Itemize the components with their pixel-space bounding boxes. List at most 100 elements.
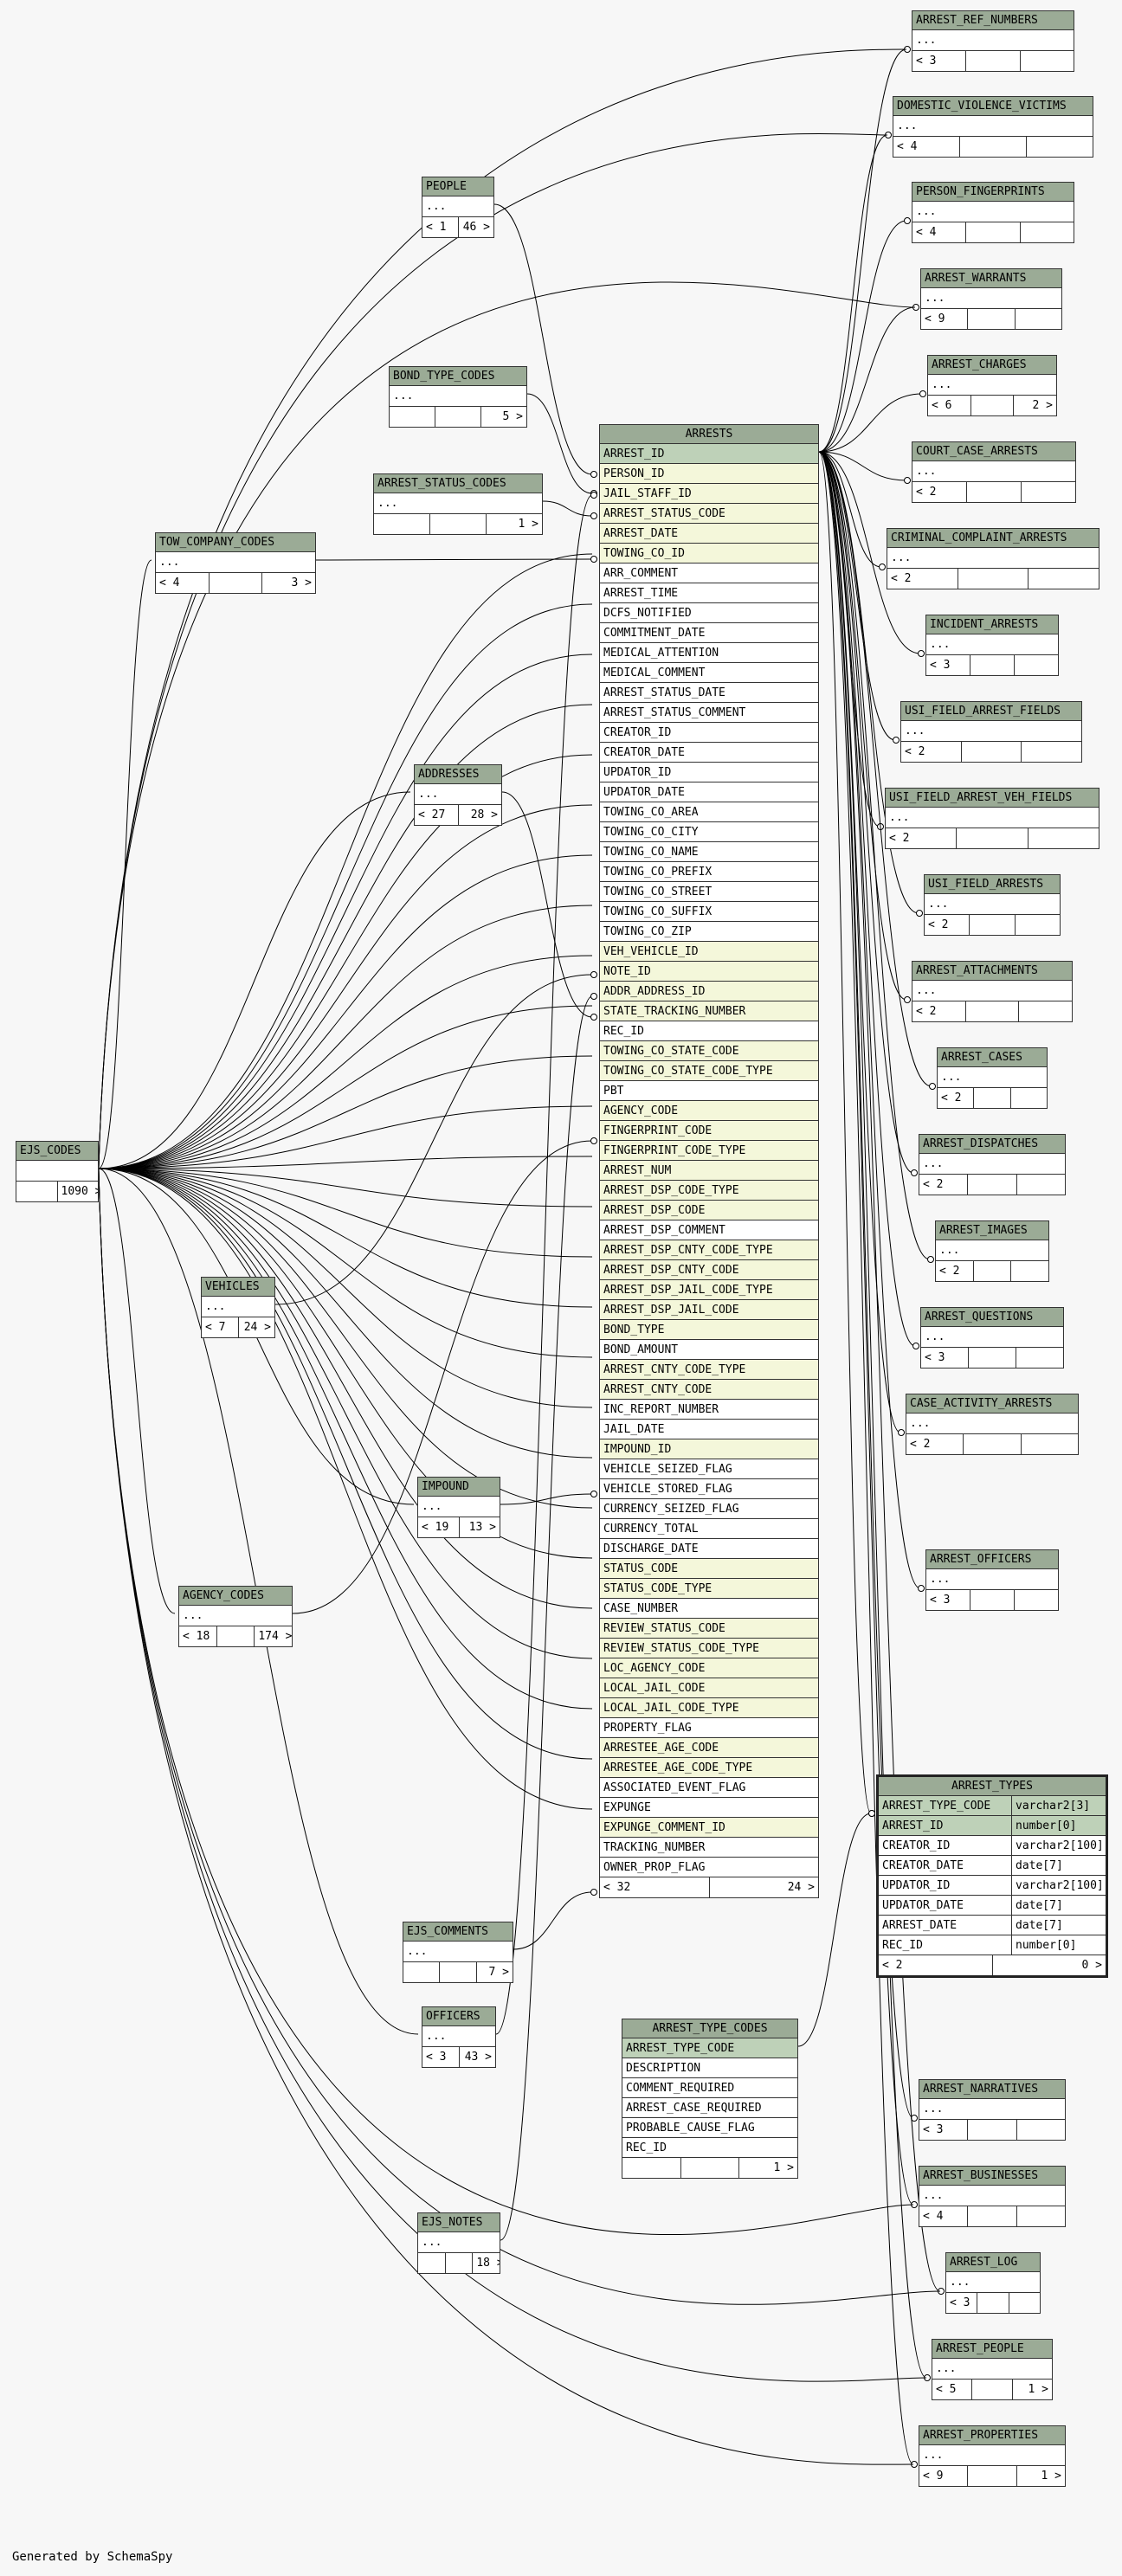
column-row[interactable]: FINGERPRINT_CODE_TYPE	[600, 1141, 818, 1161]
column-row[interactable]: TOWING_CO_AREA	[600, 802, 818, 822]
table-arrest-warrants[interactable]: ARREST_WARRANTS...< 9	[920, 268, 1062, 330]
column-row[interactable]: OWNER_PROP_FLAG	[600, 1858, 818, 1877]
table-arrest-cases[interactable]: ARREST_CASES...< 2	[937, 1047, 1048, 1109]
column-row[interactable]: REVIEW_STATUS_CODE_TYPE	[600, 1639, 818, 1658]
column-row[interactable]: TOWING_CO_CITY	[600, 822, 818, 842]
table-usi-field-arrests[interactable]: USI_FIELD_ARRESTS...< 2	[924, 874, 1061, 936]
column-row[interactable]: ARREST_DSP_CNTY_CODE_TYPE	[600, 1240, 818, 1260]
column-row[interactable]: IMPOUND_ID	[600, 1439, 818, 1459]
column-row[interactable]: PERSON_ID	[600, 464, 818, 484]
column-row[interactable]: REVIEW_STATUS_CODE	[600, 1619, 818, 1639]
column-row[interactable]: ADDR_ADDRESS_ID	[600, 982, 818, 1001]
column-row[interactable]: FINGERPRINT_CODE	[600, 1121, 818, 1141]
column-row[interactable]: CREATOR_ID	[600, 723, 818, 743]
column-row[interactable]: TOWING_CO_PREFIX	[600, 862, 818, 882]
foot-cell[interactable]: < 2	[886, 828, 958, 848]
foot-cell[interactable]: < 9	[921, 309, 969, 329]
column-row[interactable]: TRACKING_NUMBER	[600, 1838, 818, 1858]
column-row[interactable]: ARREST_CNTY_CODE_TYPE	[600, 1360, 818, 1380]
foot-cell[interactable]: 174 >	[258, 1630, 293, 1643]
foot-cell[interactable]: < 27	[415, 805, 459, 825]
column-row[interactable]: VEH_VEHICLE_ID	[600, 942, 818, 962]
column-row[interactable]: STATUS_CODE_TYPE	[600, 1579, 818, 1599]
parents-count[interactable]: 1 >	[773, 2161, 795, 2174]
column-row[interactable]: ARREST_DSP_CODE	[600, 1201, 818, 1220]
foot-cell[interactable]: < 3	[921, 1348, 969, 1368]
column-row[interactable]: LOCAL_JAIL_CODE	[600, 1678, 818, 1698]
column-row[interactable]: CURRENCY_SEIZED_FLAG	[600, 1499, 818, 1519]
column-row[interactable]: ARRESTEE_AGE_CODE_TYPE	[600, 1758, 818, 1778]
column-row[interactable]: NOTE_ID	[600, 962, 818, 982]
foot-cell[interactable]: < 2	[912, 1001, 966, 1021]
column-row[interactable]: STATE_TRACKING_NUMBER	[600, 1001, 818, 1021]
parents-count[interactable]: 0 >	[1081, 1959, 1102, 1972]
foot-cell[interactable]: < 3	[926, 655, 970, 675]
foot-cell[interactable]: 5 >	[502, 410, 523, 423]
foot-cell[interactable]: < 4	[893, 137, 960, 157]
table-ejs-notes[interactable]: EJS_NOTES...18 >	[417, 2212, 500, 2274]
column-row[interactable]: BOND_TYPE	[600, 1320, 818, 1340]
column-row[interactable]: REC_ID	[622, 2138, 797, 2158]
table-person-fingerprints[interactable]: PERSON_FINGERPRINTS...< 4	[912, 182, 1074, 243]
foot-cell[interactable]: < 2	[919, 1175, 969, 1195]
column-row[interactable]: LOCAL_JAIL_CODE_TYPE	[600, 1698, 818, 1718]
table-bond-type-codes[interactable]: BOND_TYPE_CODES...5 >	[389, 366, 527, 428]
foot-cell[interactable]: 1 >	[1028, 2383, 1048, 2396]
column-row[interactable]: PBT	[600, 1081, 818, 1101]
foot-cell[interactable]: 46 >	[462, 221, 490, 234]
column-row[interactable]: ARREST_STATUS_CODE	[600, 504, 818, 524]
column-row[interactable]: ARR_COMMENT	[600, 564, 818, 583]
foot-cell[interactable]: 7 >	[488, 1966, 509, 1979]
foot-cell[interactable]: 13 >	[468, 1521, 496, 1534]
column-row[interactable]: TOWING_CO_ID	[600, 544, 818, 564]
column-row[interactable]: ARREST_DSP_COMMENT	[600, 1220, 818, 1240]
column-row[interactable]: ARRESTEE_AGE_CODE	[600, 1738, 818, 1758]
column-row[interactable]: VEHICLE_STORED_FLAG	[600, 1479, 818, 1499]
table-arrest-ref-numbers[interactable]: ARREST_REF_NUMBERS...< 3	[912, 10, 1074, 72]
column-row[interactable]: ARREST_DATE	[600, 524, 818, 544]
column-row[interactable]: JAIL_DATE	[600, 1420, 818, 1439]
foot-cell[interactable]: < 18	[179, 1626, 217, 1646]
column-row[interactable]: DCFS_NOTIFIED	[600, 603, 818, 623]
table-arrest-narratives[interactable]: ARREST_NARRATIVES...< 3	[919, 2079, 1066, 2141]
column-row[interactable]: CREATOR_DATE	[600, 743, 818, 763]
foot-cell[interactable]: 18 >	[476, 2257, 500, 2270]
table-arrest-images[interactable]: ARREST_IMAGES...< 2	[935, 1220, 1049, 1282]
column-row[interactable]: TOWING_CO_NAME	[600, 842, 818, 862]
foot-cell[interactable]: < 6	[928, 396, 971, 415]
foot-cell[interactable]: < 3	[926, 1590, 970, 1610]
table-court-case-arrests[interactable]: COURT_CASE_ARRESTS...< 2	[912, 441, 1076, 503]
column-row[interactable]: ARREST_ID	[600, 444, 818, 464]
column-row[interactable]: CURRENCY_TOTAL	[600, 1519, 818, 1539]
children-count[interactable]: < 2	[879, 1955, 993, 1975]
column-row[interactable]: PROPERTY_FLAG	[600, 1718, 818, 1738]
foot-cell[interactable]: < 2	[938, 1088, 975, 1108]
table-incident-arrests[interactable]: INCIDENT_ARRESTS...< 3	[925, 615, 1059, 676]
foot-cell[interactable]: < 3	[422, 2047, 460, 2067]
column-row[interactable]: TOWING_CO_STATE_CODE	[600, 1041, 818, 1061]
foot-cell[interactable]: 43 >	[464, 2051, 492, 2064]
column-row[interactable]: MEDICAL_ATTENTION	[600, 643, 818, 663]
column-row[interactable]: ARREST_STATUS_DATE	[600, 683, 818, 703]
foot-cell[interactable]: < 4	[156, 573, 210, 593]
foot-cell[interactable]: < 3	[946, 2293, 978, 2313]
column-row[interactable]: INC_REPORT_NUMBER	[600, 1400, 818, 1420]
column-row[interactable]: TOWING_CO_STATE_CODE_TYPE	[600, 1061, 818, 1081]
column-row[interactable]: PROBABLE_CAUSE_FLAG	[622, 2118, 797, 2138]
foot-cell[interactable]: < 2	[901, 742, 962, 762]
foot-cell[interactable]: < 2	[925, 915, 970, 935]
children-count[interactable]: < 32	[600, 1877, 710, 1897]
column-row[interactable]: UPDATOR_DATE	[600, 782, 818, 802]
